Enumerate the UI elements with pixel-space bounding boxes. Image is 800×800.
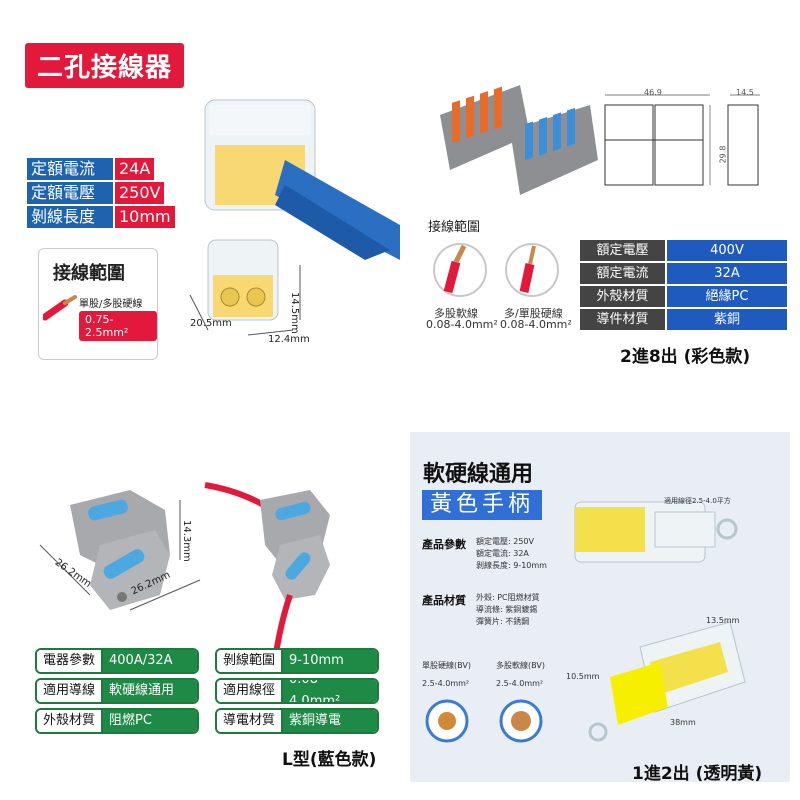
- params-title: 產品參數: [422, 538, 466, 551]
- pill-label: 電器參數: [37, 650, 104, 672]
- dim-depth: 12.4mm: [268, 334, 310, 345]
- dim-c: 38mm: [670, 718, 696, 727]
- panel-1in2out: 軟硬線通用 黃色手柄 產品參數 額定電壓: 250V 額定電流: 32A 剝線長…: [410, 432, 790, 782]
- material-line: 彈簧片: 不銹鋼: [476, 617, 530, 626]
- material-title: 產品材質: [422, 594, 466, 607]
- dim-width: 20.5mm: [190, 318, 232, 329]
- range-title: 接線範圍: [428, 220, 481, 235]
- wire-type: 單股/多股硬線: [79, 299, 143, 310]
- wire-range-chip: 0.75-2.5mm²: [79, 311, 157, 341]
- l-connector-image: [39, 490, 201, 611]
- spec-value: 250V: [115, 182, 165, 204]
- dim-b: 10.5mm: [566, 672, 600, 681]
- table-value: 32A: [667, 263, 787, 284]
- stranded-wire-icon: [433, 243, 487, 297]
- spec-pill: 適用導線軟硬線通用: [35, 678, 199, 704]
- connector-colored-image: [440, 85, 598, 195]
- pill-value: 0.08-4.0mm²: [283, 680, 377, 702]
- panel-caption: 1進2出 (透明黃): [632, 764, 763, 782]
- pill-value: 軟硬線通用: [103, 680, 197, 702]
- table-row: 導件材質紫銅: [580, 309, 787, 330]
- pill-value: 400A/32A: [103, 650, 197, 672]
- wire1-name: 多股軟線: [434, 307, 478, 320]
- yellow-connector-top-image: [574, 501, 738, 563]
- material-line: 導流條: 紫銅鍍錫: [476, 605, 538, 614]
- wire2-range: 2.5-4.0mm²: [496, 679, 544, 688]
- connector-small-image: [189, 239, 301, 336]
- technical-drawing: [604, 94, 760, 186]
- table-row: 外殼材質絕緣PC: [580, 286, 787, 307]
- param-line: 額定電流: 32A: [476, 549, 529, 558]
- dim-c: 29.8: [718, 145, 728, 164]
- pill-label: 外殼材質: [37, 710, 104, 732]
- spec-value: 24A: [115, 158, 155, 180]
- spec-pill: 導電材質紫銅導電: [215, 708, 379, 734]
- panel-title: 二孔接線器: [25, 43, 185, 88]
- pill-label: 剝線範圍: [217, 650, 284, 672]
- wire2-range: 0.08-4.0mm²: [500, 318, 572, 331]
- wire1-range: 0.08-4.0mm²: [426, 318, 498, 331]
- table-value: 絕緣PC: [667, 286, 787, 307]
- dim-a: 46.9: [644, 88, 662, 97]
- spec-label: 定額電壓: [27, 182, 113, 204]
- panel-caption: 2進8出 (彩色款): [620, 347, 751, 367]
- solid-wire-icon: [425, 699, 469, 743]
- dim-height: 14.5mm: [289, 292, 300, 334]
- table-label: 額定電流: [580, 263, 665, 284]
- spec-pill: 外殼材質阻燃PC: [35, 708, 199, 734]
- table-label: 導件材質: [580, 309, 665, 330]
- wire-range-box: 接線範圍 單股/多股硬線 0.75-2.5mm²: [38, 248, 158, 360]
- solid-wire-icon: [505, 243, 559, 297]
- l-connector-wired-image: [204, 482, 330, 660]
- panel-2in8out: 46.9 14.5 29.8 接線範圍 多股軟線 0.08-4.0mm² 多/單…: [400, 0, 800, 400]
- wire2-name: 多股軟線(BV): [496, 661, 545, 670]
- pill-value: 9-10mm: [283, 650, 377, 672]
- table-label: 外殼材質: [580, 286, 665, 307]
- connector-large-image: [204, 99, 400, 260]
- stranded-wire-icon: [499, 699, 543, 743]
- range-title: 接線範圍: [53, 263, 125, 284]
- table-label: 額定電壓: [580, 240, 665, 261]
- wire1-name: 單股硬線(BV): [422, 661, 471, 670]
- wire-icon: [43, 295, 77, 321]
- wire1-range: 2.5-4.0mm²: [422, 679, 470, 688]
- panel-title: 軟硬線通用: [423, 462, 534, 487]
- yellow-connector-bottom-image: [588, 621, 746, 742]
- param-line: 剝線長度: 9-10mm: [476, 561, 547, 570]
- table-value: 400V: [667, 240, 787, 261]
- pill-label: 適用導線: [37, 680, 104, 702]
- dim-a: 13.5mm: [706, 616, 740, 625]
- pill-label: 導電材質: [217, 710, 284, 732]
- pill-label: 適用線徑: [217, 680, 284, 702]
- pill-value: 紫銅導電: [283, 710, 377, 732]
- dim-height: 14.3mm: [181, 520, 192, 562]
- table-value: 紫銅: [667, 309, 787, 330]
- spec-value: 10mm: [115, 206, 175, 228]
- pill-value: 阻燃PC: [103, 710, 197, 732]
- spec-label: 剝線長度: [27, 206, 113, 228]
- spec-label: 定額電流: [27, 158, 113, 180]
- dim-b: 14.5: [736, 88, 754, 97]
- param-line: 額定電壓: 250V: [476, 537, 534, 546]
- subtitle-bar: 黃色手柄: [422, 490, 542, 520]
- material-line: 外殼: PC阻燃材質: [476, 593, 540, 602]
- wire2-name: 多/單股硬線: [504, 307, 563, 320]
- range-note: 適用線徑2.5-4.0平方: [664, 497, 731, 505]
- panel-caption: L型(藍色款): [282, 750, 377, 770]
